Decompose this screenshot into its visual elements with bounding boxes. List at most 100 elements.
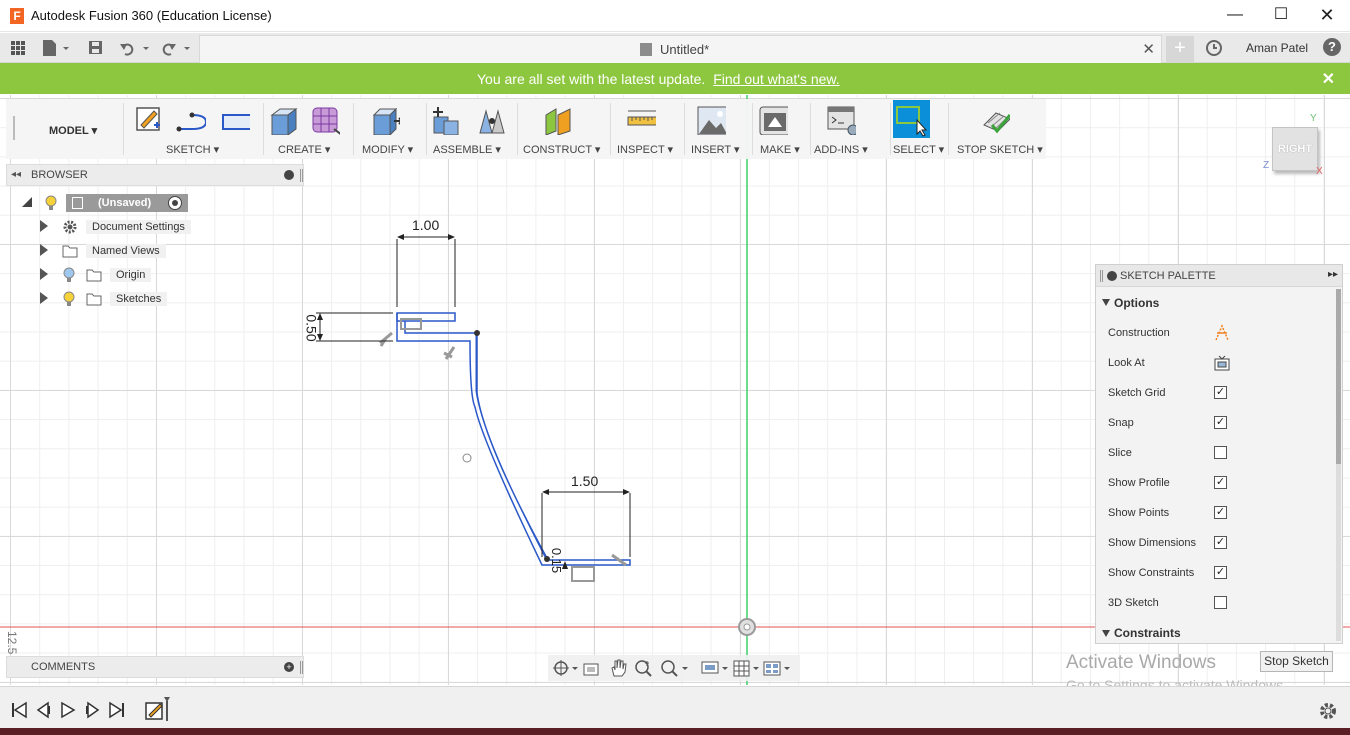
stop-sketch-icon[interactable] [980,105,1010,135]
sketch-geometry[interactable]: 12.5 [0,95,1350,685]
3d-sketch-checkbox[interactable] [1214,596,1227,609]
display-settings-icon[interactable] [700,659,730,677]
line-tool-icon[interactable] [176,105,206,135]
joint-icon[interactable] [476,105,506,135]
scripts-addins-icon[interactable] [826,105,856,135]
offset-plane-icon[interactable] [542,105,572,135]
close-tab-button[interactable]: ✕ [1142,41,1155,58]
toolbar-grip[interactable] [13,116,15,140]
browser-panel-header[interactable]: ◂◂ BROWSER [6,164,304,186]
viewports-icon[interactable] [762,659,794,677]
visibility-bulb-icon[interactable] [62,291,76,307]
look-at-icon[interactable] [1213,354,1231,372]
3d-print-icon[interactable] [758,105,788,135]
browser-pin-icon[interactable] [300,169,303,182]
new-component-icon[interactable] [430,105,460,135]
play-icon[interactable] [59,701,77,719]
tree-root-row[interactable]: (Unsaved) [22,193,302,213]
add-ins-menu[interactable]: ADD-INS ▾ [814,144,868,156]
palette-grip[interactable] [1100,270,1103,282]
palette-scrollbar-track[interactable] [1336,289,1341,641]
job-status-clock-icon[interactable] [1205,38,1223,58]
fit-zoom-window-icon[interactable] [660,658,690,678]
form-icon[interactable] [310,105,340,135]
construction-toggle-icon[interactable] [1213,324,1231,342]
save-icon[interactable] [88,38,104,58]
dimension-bottom-height[interactable]: 0.15 [549,547,565,574]
close-banner-button[interactable]: ✕ [1321,71,1335,88]
visibility-bulb-icon[interactable] [62,267,76,283]
user-account-menu[interactable]: Aman Patel [1246,41,1309,55]
new-tab-button[interactable]: + [1166,36,1194,62]
collapse-browser-icon[interactable]: ◂◂ [11,169,22,180]
view-cube[interactable]: RIGHT [1272,127,1318,171]
constraints-section-title[interactable]: Constraints [1114,626,1181,640]
sketch-grid-checkbox[interactable]: ✓ [1214,386,1227,399]
step-forward-icon[interactable] [84,701,102,719]
stop-sketch-menu[interactable]: STOP SKETCH ▾ [957,144,1043,156]
palette-collapse-icon[interactable] [1107,271,1117,281]
look-at-nav-icon[interactable] [582,659,602,677]
comments-pin-icon[interactable] [300,661,303,674]
timeline-settings-gear-icon[interactable] [1318,701,1338,721]
show-constraints-checkbox[interactable]: ✓ [1214,566,1227,579]
measure-icon[interactable] [626,105,656,135]
add-comment-icon[interactable]: + [284,662,294,672]
root-component-highlight[interactable]: (Unsaved) [66,194,188,212]
create-sketch-icon[interactable] [134,105,164,135]
activate-component-radio[interactable] [168,196,182,210]
create-menu[interactable]: CREATE ▾ [278,144,331,156]
show-profile-checkbox[interactable]: ✓ [1214,476,1227,489]
help-icon[interactable]: ? [1323,38,1341,56]
modify-menu[interactable]: MODIFY ▾ [362,144,414,156]
sketch-palette-header[interactable]: SKETCH PALETTE ▸▸ [1096,265,1342,287]
palette-expand-icon[interactable]: ▸▸ [1328,269,1339,280]
collapse-arrow-icon[interactable] [22,197,32,207]
undo-icon[interactable] [118,38,150,58]
expand-arrow-icon[interactable] [40,268,48,280]
expand-arrow-icon[interactable] [40,292,48,304]
dimension-top-width[interactable]: 1.00 [412,217,440,233]
browser-options-icon[interactable] [284,170,294,180]
snap-checkbox[interactable]: ✓ [1214,416,1227,429]
data-panel-grid-icon[interactable] [10,38,26,58]
press-pull-icon[interactable] [370,105,400,135]
step-back-icon[interactable] [34,701,52,719]
construct-menu[interactable]: CONSTRUCT ▾ [523,144,601,156]
tree-item-document-settings[interactable]: Document Settings [40,217,240,237]
options-section-title[interactable]: Options [1114,296,1160,310]
select-tool-button[interactable] [893,100,930,138]
show-points-checkbox[interactable]: ✓ [1214,506,1227,519]
constraints-collapse-arrow[interactable] [1102,630,1110,637]
palette-scrollbar-thumb[interactable] [1336,289,1341,464]
file-menu-icon[interactable] [42,38,70,58]
show-dimensions-checkbox[interactable]: ✓ [1214,536,1227,549]
insert-menu[interactable]: INSERT ▾ [691,144,740,156]
select-menu[interactable]: SELECT ▾ [893,144,945,156]
zoom-icon[interactable] [634,658,654,678]
orbit-icon[interactable] [552,659,578,677]
slice-checkbox[interactable] [1214,446,1227,459]
workspace-switcher[interactable]: MODEL ▾ [49,125,98,137]
dimension-bottom-width[interactable]: 1.50 [571,473,599,489]
visibility-bulb-icon[interactable] [44,195,58,211]
redo-icon[interactable] [160,38,192,58]
close-window-button[interactable]: ✕ [1319,5,1335,25]
minimize-button[interactable]: — [1227,6,1243,23]
make-menu[interactable]: MAKE ▾ [760,144,800,156]
grid-snaps-icon[interactable] [732,659,762,677]
extrude-icon[interactable] [268,105,298,135]
sketch-menu[interactable]: SKETCH ▾ [166,144,220,156]
go-to-start-icon[interactable] [10,701,28,719]
tree-item-origin[interactable]: Origin [40,265,240,285]
rectangle-tool-icon[interactable] [220,105,250,135]
stop-sketch-button[interactable]: Stop Sketch [1260,651,1333,672]
inspect-menu[interactable]: INSPECT ▾ [617,144,674,156]
go-to-end-icon[interactable] [108,701,126,719]
options-collapse-arrow[interactable] [1102,299,1110,306]
insert-image-icon[interactable] [696,105,726,135]
assemble-menu[interactable]: ASSEMBLE ▾ [433,144,501,156]
dimension-left-height[interactable]: 0.50 [303,314,320,342]
whats-new-link[interactable]: Find out what's new. [713,71,840,87]
document-tab[interactable]: Untitled* ✕ [199,35,1162,63]
